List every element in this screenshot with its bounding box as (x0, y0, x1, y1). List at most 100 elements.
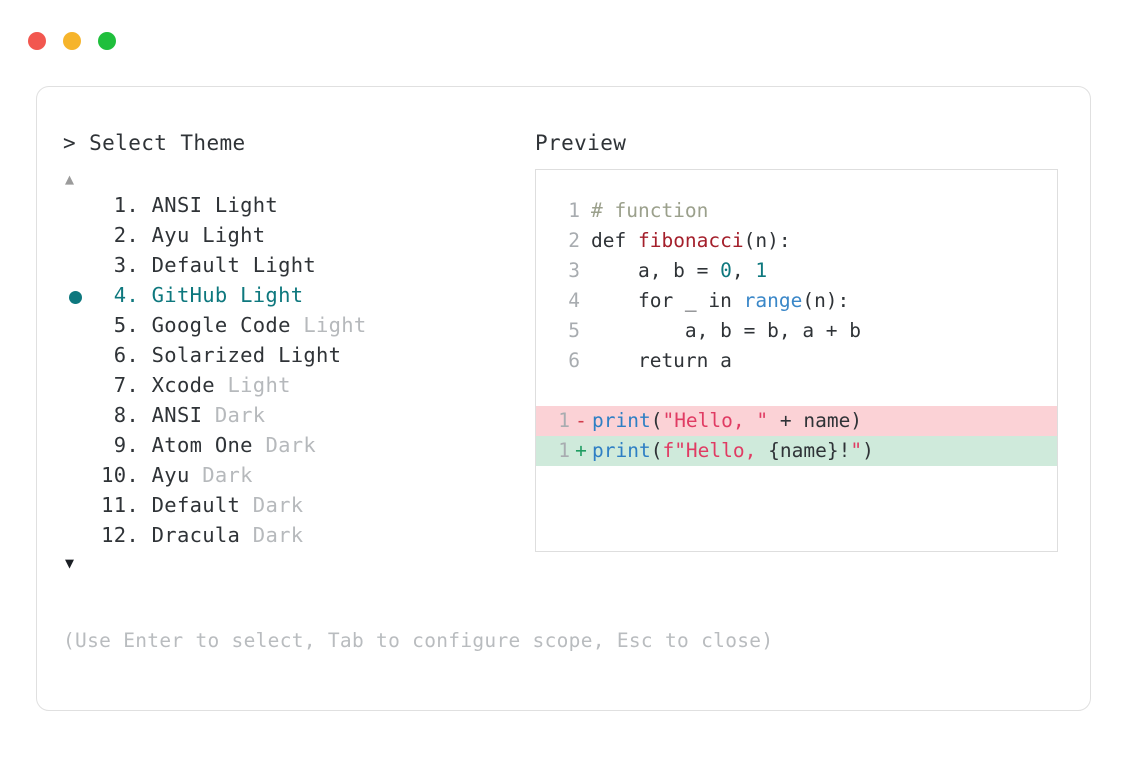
theme-item-name: Xcode (151, 373, 215, 397)
code-token: 0 (720, 259, 732, 282)
theme-item-variant: Dark (252, 433, 317, 457)
code-line: 4 for _ in range(n): (536, 286, 1057, 316)
theme-item-gap (139, 253, 152, 277)
code-token: def (591, 229, 638, 252)
code-token: fibonacci (637, 229, 744, 252)
picker-columns: > Select Theme ▲ 1. ANSI Light 2. Ayu Li… (37, 87, 1090, 710)
theme-item-variant: Light (214, 373, 291, 397)
theme-list-item[interactable]: 8. ANSI Dark (63, 403, 523, 433)
code-token: 1 (755, 259, 768, 282)
scroll-down-icon[interactable]: ▼ (65, 554, 75, 572)
theme-item-gap (139, 193, 152, 217)
line-number: 1 (568, 199, 580, 222)
theme-list-item[interactable]: 9. Atom One Dark (63, 433, 523, 463)
theme-list: 1. ANSI Light 2. Ayu Light 3. Default Li… (63, 193, 523, 553)
theme-item-gap (139, 433, 152, 457)
theme-list-item[interactable]: 12. Dracula Dark (63, 523, 523, 553)
line-number: 6 (568, 349, 580, 372)
code-token: print (592, 409, 651, 432)
theme-list-item[interactable]: 7. Xcode Light (63, 373, 523, 403)
theme-item-name: Solarized Light (151, 343, 342, 367)
diff-sign: - (575, 409, 587, 432)
theme-list-item[interactable]: 4. GitHub Light (63, 283, 523, 313)
theme-item-index: 7. (101, 373, 139, 397)
code-line: 5 a, b = b, a + b (536, 316, 1057, 346)
theme-item-name: GitHub Light (151, 283, 304, 307)
line-number: 2 (568, 229, 580, 252)
theme-item-gap (139, 493, 152, 517)
code-line: 6 return a (536, 346, 1057, 376)
code-token: print (592, 439, 651, 462)
theme-item-index: 10. (101, 463, 139, 487)
code-spacer (536, 376, 1057, 406)
theme-item-name: Atom One (151, 433, 253, 457)
line-number: 5 (568, 319, 580, 342)
code-token: ( (650, 409, 663, 432)
theme-picker-card: > Select Theme ▲ 1. ANSI Light 2. Ayu Li… (36, 86, 1091, 711)
code-token: # function (591, 199, 709, 222)
theme-item-index: 6. (101, 343, 139, 367)
diff-removed-line: 1-print("Hello, " + name) (536, 406, 1057, 436)
diff-added-line: 1+print(f"Hello, {name}!") (536, 436, 1057, 466)
theme-list-column: > Select Theme ▲ 1. ANSI Light 2. Ayu Li… (63, 131, 523, 573)
theme-item-gap (139, 343, 152, 367)
line-number: 3 (568, 259, 580, 282)
theme-item-name: ANSI Light (151, 193, 279, 217)
theme-list-item[interactable]: 3. Default Light (63, 253, 523, 283)
code-token: "Hello, " (662, 409, 769, 432)
theme-list-item[interactable]: 1. ANSI Light (63, 193, 523, 223)
code-token: ) (862, 439, 874, 462)
close-window-button[interactable] (28, 32, 46, 50)
scroll-up-icon[interactable]: ▲ (65, 170, 75, 188)
theme-list-item[interactable]: 6. Solarized Light (63, 343, 523, 373)
code-token: {name}! (768, 439, 851, 462)
theme-item-gap (139, 313, 152, 337)
theme-list-item[interactable]: 5. Google Code Light (63, 313, 523, 343)
theme-item-index: 11. (101, 493, 139, 517)
window-controls (28, 32, 116, 50)
theme-list-item[interactable]: 10. Ayu Dark (63, 463, 523, 493)
select-theme-prompt: > Select Theme (63, 131, 246, 155)
theme-item-name: ANSI (151, 403, 203, 427)
code-token: a, b = b, a + b (591, 319, 862, 342)
theme-item-index: 5. (101, 313, 139, 337)
code-token: (n): (802, 289, 850, 312)
code-line: 2 def fibonacci(n): (536, 226, 1057, 256)
theme-item-gap (139, 283, 152, 307)
theme-item-name: Google Code (151, 313, 291, 337)
theme-item-gap (139, 523, 152, 547)
code-token: for _ in (591, 289, 744, 312)
theme-item-variant: Dark (240, 523, 304, 547)
keyboard-hint: (Use Enter to select, Tab to configure s… (63, 629, 774, 652)
code-token: range (743, 289, 803, 312)
theme-item-gap (139, 463, 152, 487)
theme-item-index: 8. (101, 403, 139, 427)
theme-item-index: 4. (101, 283, 139, 307)
line-number: 1 (558, 409, 570, 432)
theme-item-name: Ayu (151, 463, 190, 487)
theme-item-name: Dracula (151, 523, 241, 547)
theme-item-gap (139, 223, 152, 247)
theme-item-variant: Dark (202, 403, 266, 427)
theme-item-gap (139, 403, 152, 427)
theme-item-index: 2. (101, 223, 139, 247)
theme-list-item[interactable]: 11. Default Dark (63, 493, 523, 523)
code-token: (n): (743, 229, 791, 252)
theme-item-variant: Dark (189, 463, 253, 487)
code-line: 1 # function (536, 196, 1057, 226)
maximize-window-button[interactable] (98, 32, 116, 50)
theme-item-gap (139, 373, 152, 397)
theme-list-item[interactable]: 2. Ayu Light (63, 223, 523, 253)
theme-item-index: 12. (101, 523, 139, 547)
code-token: return a (591, 349, 732, 372)
line-number: 4 (568, 289, 580, 312)
theme-item-name: Default Light (151, 253, 317, 277)
preview-label: Preview (535, 131, 627, 155)
code-token: f"Hello, (662, 439, 769, 462)
code-token: " (850, 439, 863, 462)
code-line: 3 a, b = 0, 1 (536, 256, 1057, 286)
theme-item-variant: Dark (240, 493, 304, 517)
minimize-window-button[interactable] (63, 32, 81, 50)
